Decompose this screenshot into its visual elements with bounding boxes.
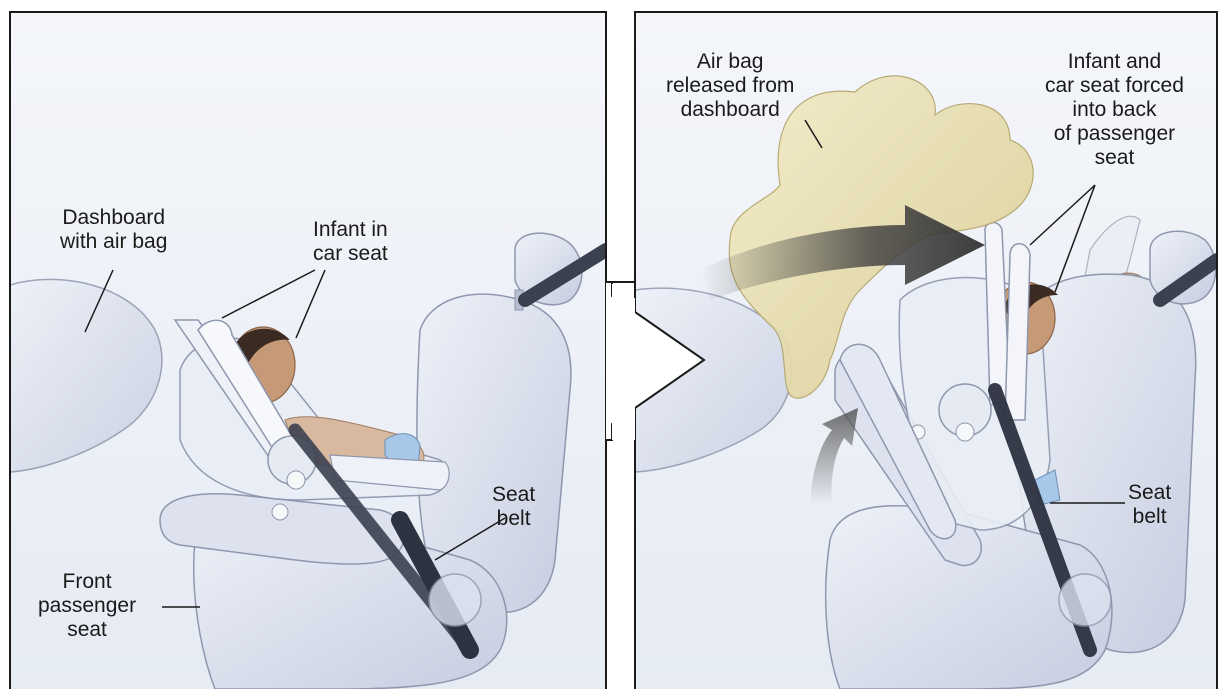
label-line: Air bag [666, 50, 794, 74]
label-infant: Infant in car seat [313, 218, 388, 266]
label-line: Seat [492, 483, 535, 507]
label-air-bag: Air bag released from dashboard [666, 50, 794, 122]
label-line: Infant and [1045, 50, 1184, 74]
label-line: seat [38, 618, 136, 642]
label-line: car seat [313, 242, 388, 266]
label-line: seat [1045, 146, 1184, 170]
label-line: with air bag [60, 230, 167, 254]
label-seat-belt-right: Seat belt [1128, 481, 1171, 529]
label-dashboard: Dashboard with air bag [60, 206, 167, 254]
label-line: Seat [1128, 481, 1171, 505]
label-line: into back [1045, 98, 1184, 122]
label-line: released from [666, 74, 794, 98]
label-line: Infant in [313, 218, 388, 242]
label-infant-forced: Infant and car seat forced into back of … [1045, 50, 1184, 170]
label-line: Dashboard [60, 206, 167, 230]
label-line: Front [38, 570, 136, 594]
label-seat-belt: Seat belt [492, 483, 535, 531]
label-line: belt [492, 507, 535, 531]
label-line: of passenger [1045, 122, 1184, 146]
label-line: belt [1128, 505, 1171, 529]
label-line: dashboard [666, 98, 794, 122]
label-line: car seat forced [1045, 74, 1184, 98]
label-front-passenger-seat: Front passenger seat [38, 570, 136, 642]
label-line: passenger [38, 594, 136, 618]
